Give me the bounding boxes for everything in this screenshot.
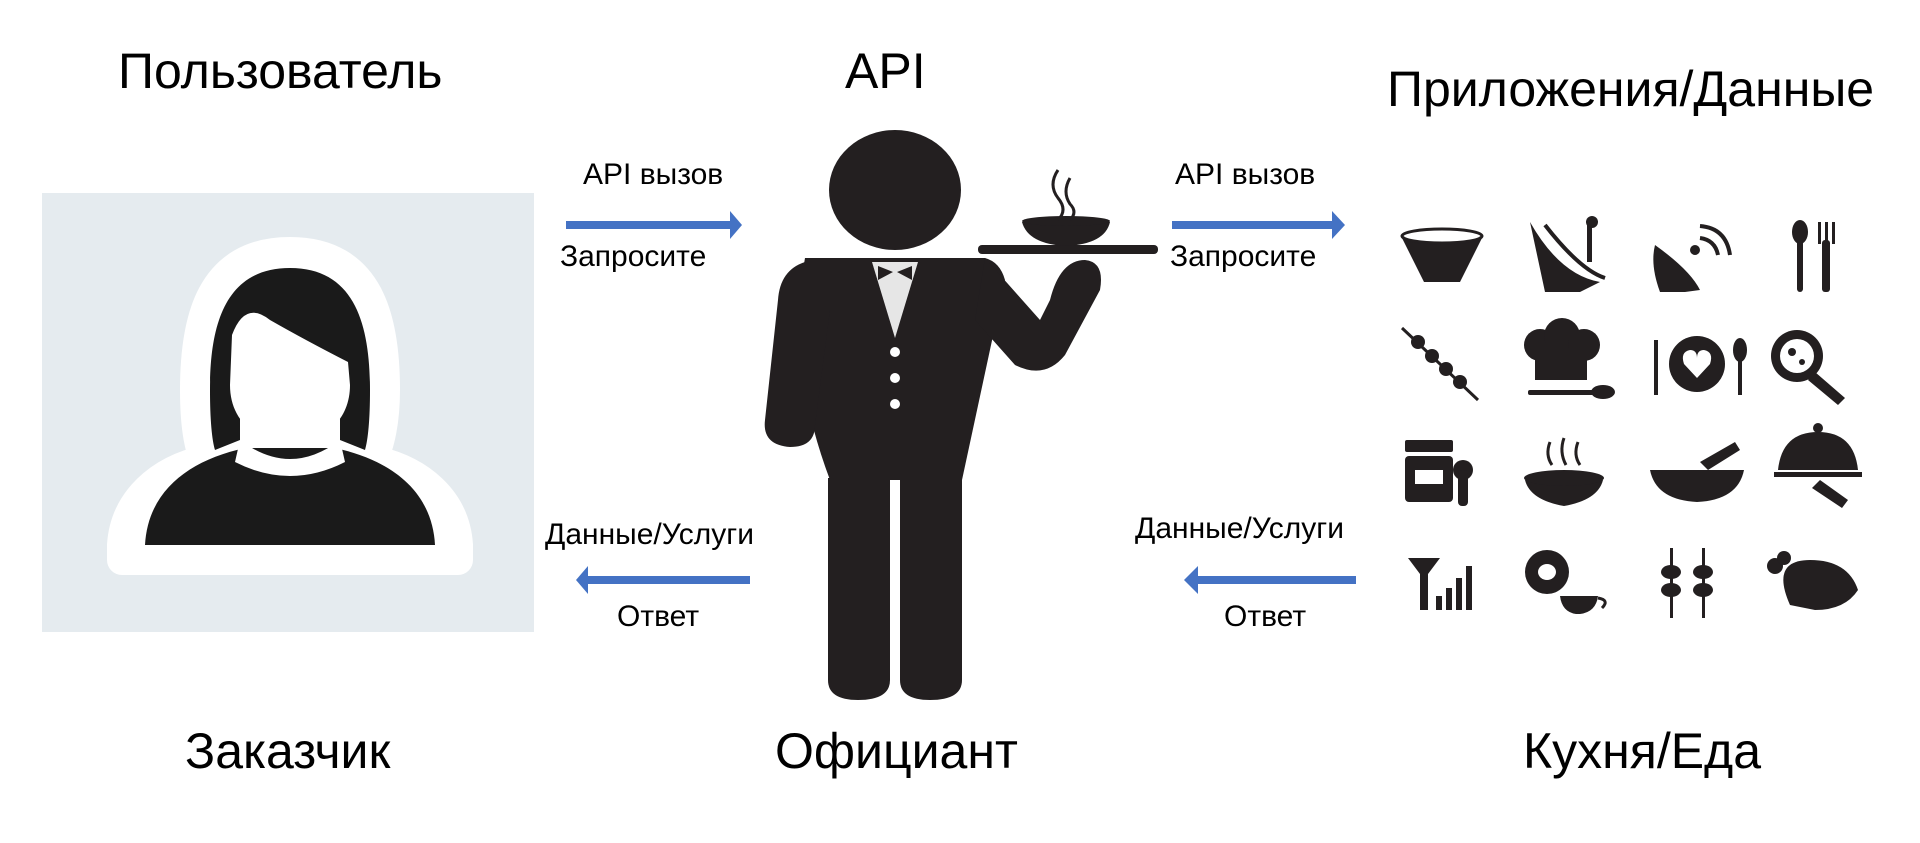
plate-heart-icon <box>1654 336 1747 395</box>
satellite-signal-icon <box>1653 224 1732 292</box>
left-response-top-label: Данные/Услуги <box>545 518 754 551</box>
api-heading: API <box>845 43 926 99</box>
kebab-skewer-icon <box>1400 326 1480 402</box>
bow-tie-icon <box>878 266 912 280</box>
steaming-dish-icon <box>1524 437 1604 506</box>
left-request-bottom-label: Запросите <box>560 240 707 273</box>
spoon-fork-icon <box>1792 220 1835 292</box>
right-request-top-label: API вызов <box>1175 158 1316 191</box>
chef-hat-spoon-icon <box>1524 318 1615 399</box>
mortar-bowl-icon <box>1650 442 1744 502</box>
shirt-front <box>872 262 918 338</box>
waiter-button <box>890 373 900 383</box>
user-heading: Пользователь <box>118 43 443 99</box>
jar-icon <box>1405 440 1473 506</box>
right-request-bottom-label: Запросите <box>1170 240 1317 273</box>
right-response-top-label: Данные/Услуги <box>1135 512 1344 545</box>
skewers-icon <box>1661 548 1713 618</box>
waiter-icon <box>764 130 1158 700</box>
left-request-arrow <box>566 211 742 239</box>
left-request-top-label: API вызов <box>583 158 724 191</box>
right-request-arrow <box>1172 211 1345 239</box>
left-response-arrow <box>576 566 750 594</box>
kitchen-caption: Кухня/Еда <box>1523 723 1762 779</box>
satellite-dish-icon <box>1530 216 1606 292</box>
user-avatar-icon <box>107 237 473 575</box>
signal-antenna-icon <box>1408 558 1472 610</box>
waiter-button <box>890 347 900 357</box>
steam-icon <box>1051 169 1076 222</box>
cloche-serving-icon <box>1774 423 1862 508</box>
customer-caption: Заказчик <box>185 723 391 779</box>
roast-chicken-icon <box>1767 551 1858 610</box>
waiter-button <box>890 399 900 409</box>
egg-cup-icon <box>1525 550 1607 614</box>
right-response-arrow <box>1184 566 1356 594</box>
right-response-bottom-label: Ответ <box>1224 600 1307 633</box>
apps-heading: Приложения/Данные <box>1387 61 1875 117</box>
waiter-caption: Официант <box>775 723 1018 779</box>
frying-pan-icon <box>1771 330 1845 405</box>
bowl-icon <box>1400 227 1484 282</box>
left-response-bottom-label: Ответ <box>617 600 700 633</box>
